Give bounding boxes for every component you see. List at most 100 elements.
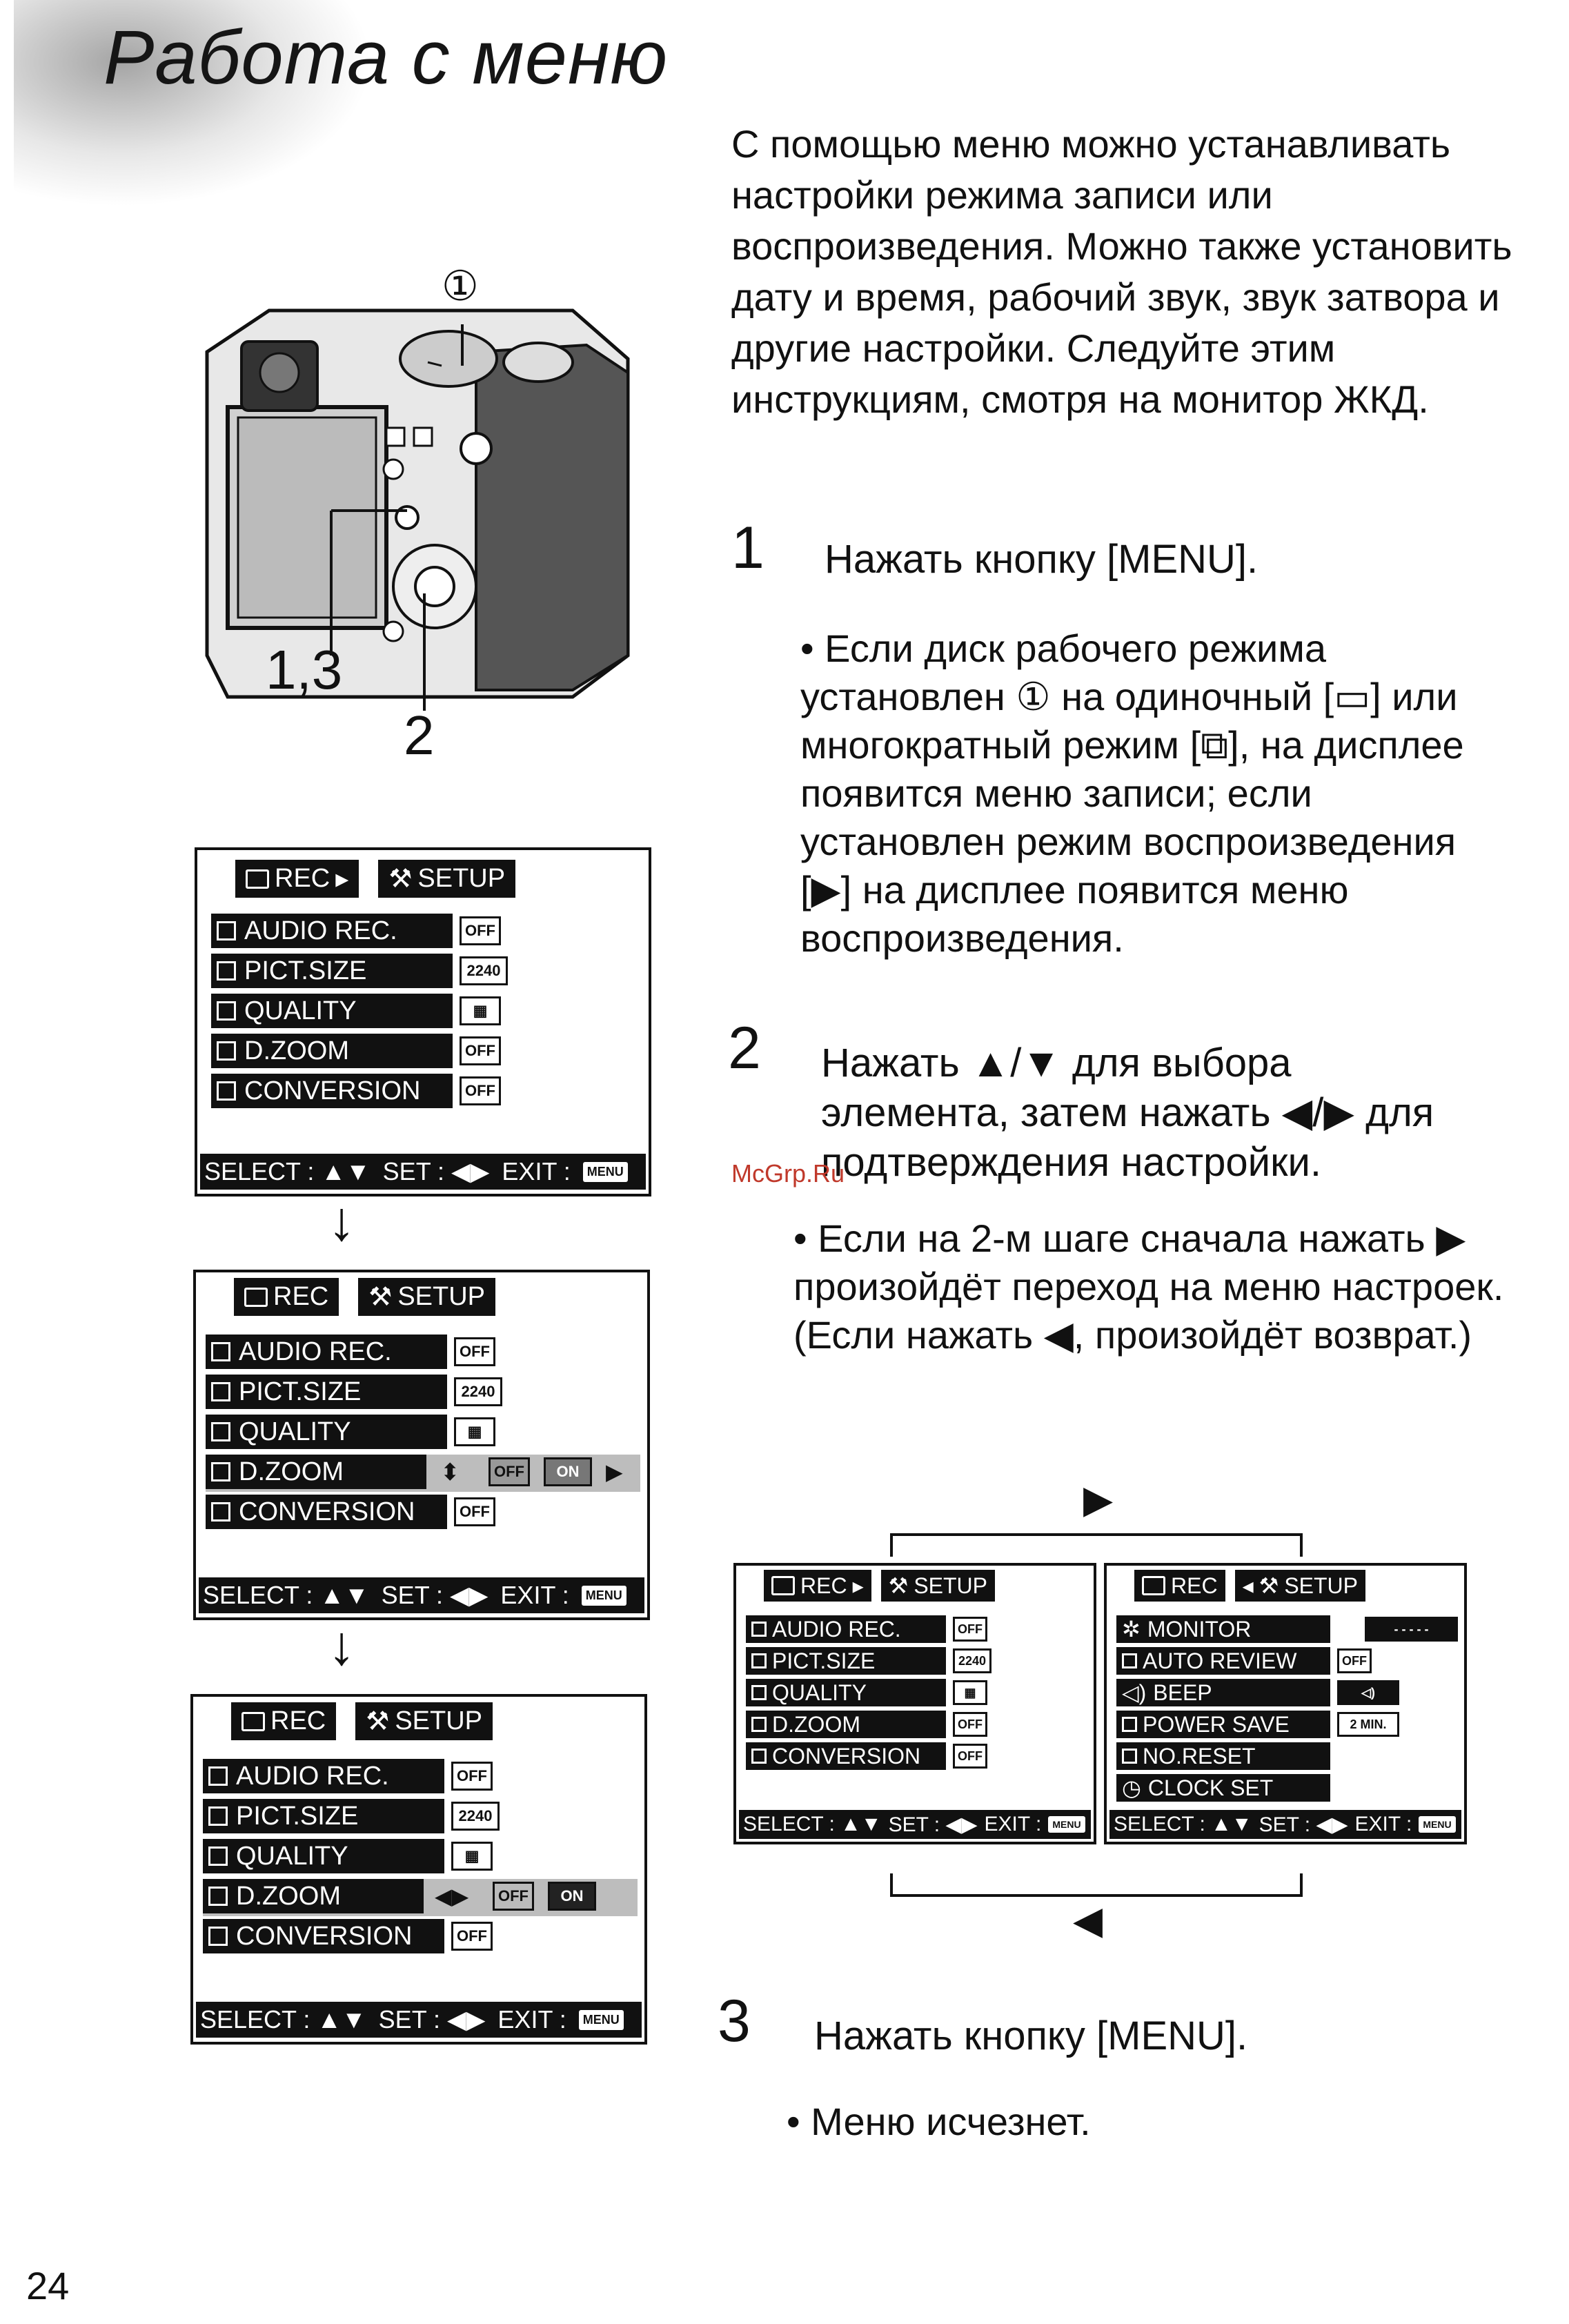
menu-row-audio-rec: AUDIO REC.OFF xyxy=(206,1335,640,1372)
menu-row-quality: QUALITY▦ xyxy=(746,1679,1091,1709)
tab-rec: REC ▸ xyxy=(764,1570,871,1602)
menu-row-quality: QUALITY▦ xyxy=(203,1839,638,1876)
zoom-icon xyxy=(751,1717,767,1732)
menu-row-audio-rec: AUDIO REC.OFF xyxy=(211,914,639,951)
counter-icon xyxy=(1122,1749,1137,1764)
clock-icon: ◷ xyxy=(1122,1775,1141,1800)
speaker-icon: ◁) xyxy=(1122,1680,1147,1705)
quality-icon xyxy=(211,1422,230,1441)
menu-row-d-zoom-selected: D.ZOOM ◀▶ OFF ON xyxy=(203,1879,638,1916)
microphone-icon xyxy=(208,1766,228,1786)
camera-icon xyxy=(1142,1576,1165,1595)
tab-rec: REC xyxy=(231,1702,337,1740)
flow-connector-bottom xyxy=(890,1873,1303,1897)
review-icon xyxy=(1122,1653,1137,1668)
camera-icon xyxy=(246,869,269,889)
menu-button-icon: MENU xyxy=(582,1161,628,1182)
camera-callout-1: ① xyxy=(442,263,479,309)
tab-setup: ⚒SETUP xyxy=(355,1702,493,1740)
right-arrow-icon: ▶ xyxy=(606,1459,623,1484)
flow-connector-top xyxy=(890,1533,1303,1557)
conversion-lens-icon xyxy=(211,1502,230,1522)
menu-button-icon: MENU xyxy=(578,2009,624,2030)
option-on: ON xyxy=(544,1457,592,1486)
camera-icon xyxy=(241,1711,265,1731)
step-1-bullet: • Если диск рабочего режима установлен ①… xyxy=(800,627,1464,960)
option-off: OFF xyxy=(489,1457,530,1486)
microphone-icon xyxy=(751,1622,767,1637)
tab-setup: ⚒SETUP xyxy=(358,1278,496,1316)
tab-setup: ⚒SETUP xyxy=(880,1570,995,1602)
step-2-bullet: • Если на 2-м шаге сначала нажать ▶ прои… xyxy=(793,1217,1504,1357)
menu-row-d-zoom-selected: D.ZOOM ⬍ OFF ON ▶ xyxy=(206,1455,640,1492)
wrench-icon: ⚒ xyxy=(888,1573,909,1598)
zoom-icon xyxy=(217,1041,236,1061)
menu-row-monitor: ✲MONITOR- - - - - xyxy=(1116,1615,1461,1646)
step-2-text: Нажать ▲/▼ для выбора элемента, затем на… xyxy=(821,1041,1434,1185)
microphone-icon xyxy=(211,1342,230,1361)
step-3-number: 3 xyxy=(718,1988,751,2054)
tab-setup: ◂ ⚒SETUP xyxy=(1234,1570,1365,1602)
camera-illustration xyxy=(186,269,655,752)
camera-icon xyxy=(771,1576,795,1595)
grid-icon xyxy=(217,961,236,981)
wrench-icon: ⚒ xyxy=(1259,1573,1279,1598)
watermark: McGrp.Ru xyxy=(731,1159,845,1188)
microphone-icon xyxy=(217,921,236,941)
status-bar: SELECT : ▲▼SET : ◀▶EXIT :MENU xyxy=(199,1577,644,1613)
quality-icon xyxy=(208,1847,228,1866)
power-save-icon xyxy=(1122,1717,1137,1732)
menu-row-no-reset: NO.RESET xyxy=(1116,1742,1461,1773)
flow-arrow-down-1: ↓ xyxy=(328,1190,355,1252)
zoom-icon xyxy=(208,1887,228,1906)
camera-callout-1-3: 1,3 xyxy=(266,639,343,700)
page-title: Работа с меню xyxy=(103,15,669,100)
flow-arrow-down-2: ↓ xyxy=(328,1615,355,1676)
camera-drawing xyxy=(205,308,630,711)
menu-row-audio-rec: AUDIO REC.OFF xyxy=(203,1759,638,1796)
grid-icon xyxy=(751,1653,767,1668)
intro-paragraph: С помощью меню можно устанавливать настр… xyxy=(731,122,1512,421)
conversion-lens-icon xyxy=(208,1927,228,1946)
menu-row-quality: QUALITY▦ xyxy=(211,994,639,1031)
menu-row-audio-rec: AUDIO REC.OFF xyxy=(746,1615,1091,1646)
setup-menu-small: REC ◂ ⚒SETUP ✲MONITOR- - - - - AUTO REVI… xyxy=(1104,1563,1467,1844)
conversion-lens-icon xyxy=(217,1081,236,1101)
option-off: OFF xyxy=(493,1882,534,1911)
menu-button-icon: MENU xyxy=(1419,1816,1456,1833)
option-on: ON xyxy=(548,1882,596,1911)
up-down-arrow-icon: ⬍ xyxy=(440,1459,460,1486)
tab-rec: REC xyxy=(234,1278,339,1316)
menu-row-beep: ◁)BEEP◁) xyxy=(1116,1679,1461,1709)
menu-row-clock-set: ◷CLOCK SET xyxy=(1116,1774,1461,1804)
zoom-icon xyxy=(211,1462,230,1481)
menu-row-quality: QUALITY▦ xyxy=(206,1415,640,1452)
conversion-lens-icon xyxy=(751,1749,767,1764)
step-1-text: Нажать кнопку [MENU]. xyxy=(825,537,1259,582)
step-3-bullet: • Меню исчезнет. xyxy=(787,2100,1091,2143)
status-bar: SELECT : ▲▼SET : ◀▶EXIT :MENU xyxy=(739,1810,1091,1839)
wrench-icon: ⚒ xyxy=(368,1283,393,1312)
left-right-arrow-icon: ◀▶ xyxy=(435,1884,469,1909)
title-shading xyxy=(14,0,373,207)
page-number: 24 xyxy=(26,2264,70,2307)
tab-rec: REC xyxy=(1134,1570,1225,1602)
camera-callout-2: 2 xyxy=(404,705,435,766)
status-bar: SELECT : ▲▼SET : ◀▶EXIT :MENU xyxy=(200,1154,646,1190)
wrench-icon: ⚒ xyxy=(366,1707,390,1736)
status-bar: SELECT : ▲▼SET : ◀▶EXIT :MENU xyxy=(196,2002,642,2038)
